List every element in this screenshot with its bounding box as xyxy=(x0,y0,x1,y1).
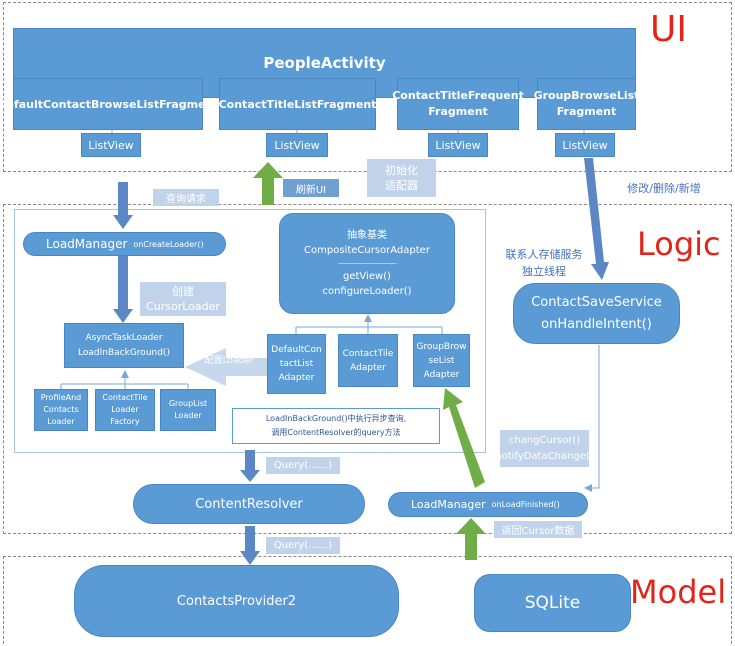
load-manager-top-label: LoadManager xyxy=(46,237,128,251)
adapter-contact-tile: ContactTile Adapter xyxy=(338,334,398,387)
composite-adapter-methods: getView() configureLoader() xyxy=(322,271,412,297)
composite-cursor-adapter: 抽象基类 CompositeCursorAdapter ------------… xyxy=(279,213,455,314)
note-refresh-ui: 刷新UI xyxy=(283,179,339,197)
note-create-cursorloader: 创建 CursorLoader xyxy=(140,282,226,316)
listview-1: ListView xyxy=(81,133,141,157)
listview-2: ListView xyxy=(266,133,328,157)
note-modify: 修改/删除/新增 xyxy=(627,182,701,195)
note-service-thread: 联系人存储服务 独立线程 xyxy=(505,248,583,278)
note-init-adapter: 初始化 适配器 xyxy=(367,159,436,197)
fragment-contact-title-frequent: ContactTitleFrequent Fragment xyxy=(392,78,524,130)
note-return-cursor: 返回Cursor数据 xyxy=(494,521,582,538)
listview-3: ListView xyxy=(428,133,488,157)
note-config-loader: 配置Loader xyxy=(204,355,254,366)
fragment-group-browse-list: GroupBrowseList Fragment xyxy=(534,78,639,130)
note-query-1: Query(……) xyxy=(266,457,340,474)
loader-profile-contacts: ProfileAnd Contacts Loader xyxy=(34,389,88,431)
contact-save-service: ContactSaveService onHandleIntent() xyxy=(513,283,680,344)
logic-label: Logic xyxy=(637,225,721,263)
loader-group-list: GroupList Loader xyxy=(160,389,216,431)
logic-section-frame xyxy=(3,204,732,534)
load-manager-bottom: LoadManager onLoadFinished() xyxy=(388,492,588,517)
adapter-group-browse-list: GroupBrow seList Adapter xyxy=(413,334,470,387)
note-query-2: Query(……) xyxy=(266,537,340,554)
fragment-contact-title-list: ContactTitleListFragment xyxy=(219,78,376,130)
content-resolver: ContentResolver xyxy=(133,484,365,524)
composite-adapter-separator: ----------------------------------- xyxy=(337,260,397,267)
ui-label: UI xyxy=(650,9,687,50)
note-change-cursor: changCursor() notifyDataChange() xyxy=(495,430,594,467)
sqlite-box: SQLite xyxy=(474,574,631,632)
listview-4: ListView xyxy=(555,133,615,157)
model-label: Model xyxy=(630,573,727,611)
note-async-query: LoadInBackGround()中执行异步查询, 调用ContentReso… xyxy=(232,408,440,444)
loader-contact-tile-factory: ContactTile Loader Factory xyxy=(95,389,155,431)
fragment-default-contact-browse: DefaultContactBrowseListFragment xyxy=(0,78,219,130)
async-task-loader-box: AsyncTaskLoader LoadInBackGround() xyxy=(64,323,184,368)
composite-adapter-title: 抽象基类 CompositeCursorAdapter xyxy=(304,230,430,256)
adapter-default-contact-list: DefaultCon tactList Adapter xyxy=(267,334,326,394)
load-manager-top-method: onCreateLoader() xyxy=(133,239,204,249)
note-query-request: 查询请求 xyxy=(153,189,219,206)
contacts-provider2: ContactsProvider2 xyxy=(74,565,399,637)
load-manager-bottom-method: onLoadFinished() xyxy=(491,500,560,509)
load-manager-top: LoadManager onCreateLoader() xyxy=(23,232,226,256)
model-section-frame xyxy=(3,556,732,644)
load-manager-bottom-label: LoadManager xyxy=(411,498,486,511)
